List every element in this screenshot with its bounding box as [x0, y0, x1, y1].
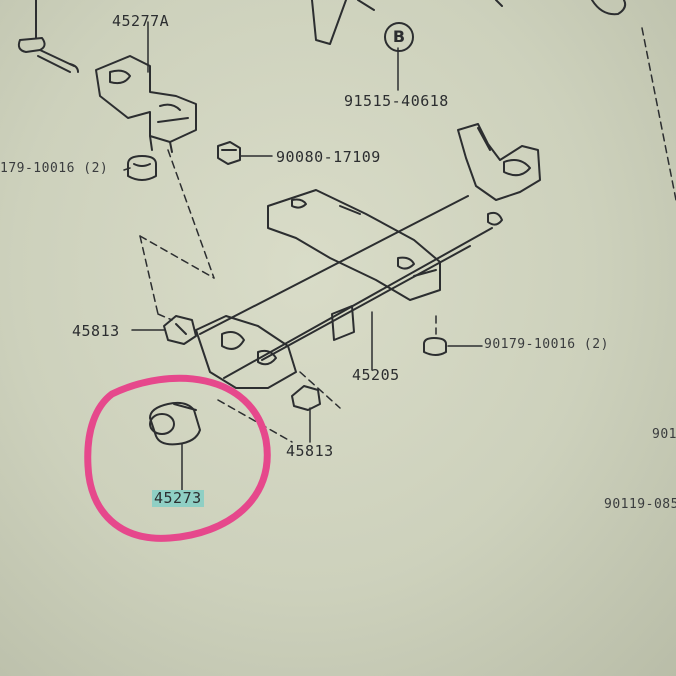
top-nut-part — [217, 141, 241, 165]
part-label-45273: 45273 — [152, 489, 204, 507]
part-label-45277a: 45277A — [112, 12, 170, 30]
guide-lines — [139, 27, 676, 443]
steering-column-part — [195, 123, 541, 389]
edge-label-901: 901 — [652, 427, 676, 442]
part-label-90179-10016: 90179-10016 (2) — [484, 337, 609, 352]
part-label-90080-17109: 90080-17109 — [276, 148, 381, 166]
part-label-179-10016: 179-10016 (2) — [0, 161, 109, 176]
leader-lines — [123, 21, 483, 491]
edge-label-90119-085: 90119-085 — [604, 497, 676, 512]
part-label-91515-40618: 91515-40618 — [344, 92, 449, 110]
linkage-rod-part — [17, 0, 79, 73]
left-45813-clip-part — [163, 315, 197, 345]
highlight-circle — [84, 374, 271, 542]
upper-bracket-part — [95, 55, 197, 153]
left-clip-part — [127, 155, 157, 181]
bottom-45813-clip-part — [291, 385, 321, 411]
callout-letter-b: B — [384, 22, 414, 52]
part-label-45813-left: 45813 — [72, 322, 120, 340]
upper-edge-fragments — [311, 0, 627, 45]
bushing-part — [149, 401, 201, 446]
part-label-45205: 45205 — [352, 366, 400, 384]
part-label-45813-bottom: 45813 — [286, 442, 334, 460]
right-clip-part — [423, 337, 447, 356]
